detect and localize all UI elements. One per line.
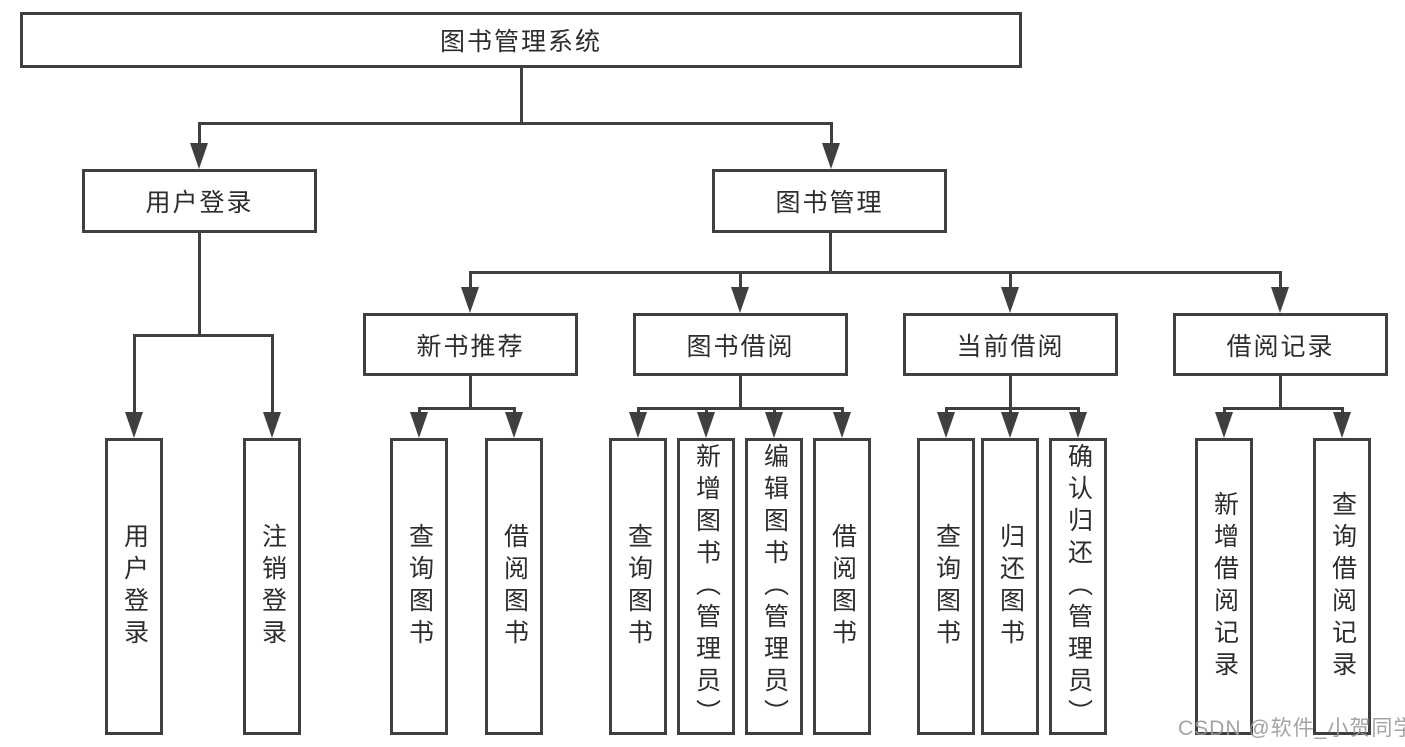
- arrow-down-icon: [833, 412, 851, 438]
- arrow-down-icon: [410, 412, 428, 438]
- connector-line: [469, 271, 1282, 274]
- leaf-query-books-current: 查询图书: [917, 438, 975, 735]
- arrow-down-icon: [822, 143, 840, 169]
- connector-line: [198, 233, 201, 337]
- arrow-down-icon: [125, 412, 143, 438]
- connector-line: [198, 122, 201, 145]
- connector-line: [1077, 407, 1080, 415]
- arrow-down-icon: [1333, 412, 1351, 438]
- arrow-down-icon: [263, 412, 281, 438]
- arrow-down-icon: [731, 287, 749, 313]
- leaf-user-login: 用户登录: [105, 438, 163, 735]
- connector-line: [1223, 407, 1226, 415]
- node-borrowing-records: 借阅记录: [1173, 313, 1388, 376]
- connector-line: [1279, 376, 1282, 410]
- node-user-login: 用户登录: [82, 169, 317, 233]
- arrow-down-icon: [1069, 412, 1087, 438]
- leaf-add-books-admin: 新增图书（管理员）: [677, 438, 735, 735]
- leaf-query-borrow-record: 查询借阅记录: [1313, 438, 1371, 735]
- arrow-down-icon: [937, 412, 955, 438]
- connector-line: [1009, 271, 1012, 289]
- leaf-return-books: 归还图书: [981, 438, 1039, 735]
- node-current-borrowing: 当前借阅: [903, 313, 1118, 376]
- connector-line: [1341, 407, 1344, 415]
- connector-line: [1009, 376, 1012, 410]
- leaf-add-borrow-record: 新增借阅记录: [1195, 438, 1253, 735]
- connector-line: [520, 68, 523, 125]
- arrow-down-icon: [461, 287, 479, 313]
- arrow-down-icon: [1215, 412, 1233, 438]
- leaf-confirm-return-admin: 确认归还（管理员）: [1049, 438, 1107, 735]
- connector-line: [637, 407, 640, 415]
- connector-line: [945, 407, 1079, 410]
- node-book-borrowing: 图书借阅: [633, 313, 848, 376]
- node-new-book-recommendation: 新书推荐: [363, 313, 578, 376]
- connector-line: [198, 122, 833, 125]
- connector-line: [705, 407, 708, 415]
- connector-line: [418, 407, 516, 410]
- connector-line: [637, 407, 843, 410]
- arrow-down-icon: [697, 412, 715, 438]
- csdn-watermark: CSDN @软件_小贺同学: [1178, 717, 1405, 740]
- leaf-query-books-recommend: 查询图书: [390, 438, 448, 735]
- leaf-borrow-books-recommend: 借阅图书: [485, 438, 543, 735]
- arrow-down-icon: [1271, 287, 1289, 313]
- connector-line: [133, 334, 274, 337]
- arrow-down-icon: [505, 412, 523, 438]
- connector-line: [1279, 271, 1282, 289]
- connector-line: [945, 407, 948, 415]
- arrow-down-icon: [629, 412, 647, 438]
- connector-line: [469, 271, 472, 289]
- arrow-down-icon: [765, 412, 783, 438]
- connector-line: [418, 407, 421, 415]
- connector-line: [830, 122, 833, 145]
- connector-line: [469, 376, 472, 410]
- leaf-edit-books-admin: 编辑图书（管理员）: [745, 438, 803, 735]
- connector-line: [739, 376, 742, 410]
- arrow-down-icon: [1001, 287, 1019, 313]
- connector-line: [513, 407, 516, 415]
- leaf-borrow-books: 借阅图书: [813, 438, 871, 735]
- arrow-down-icon: [1001, 412, 1019, 438]
- connector-line: [1223, 407, 1343, 410]
- connector-line: [773, 407, 776, 415]
- connector-line: [133, 334, 136, 414]
- arrow-down-icon: [190, 143, 208, 169]
- connector-line: [829, 233, 832, 274]
- leaf-logout: 注销登录: [243, 438, 301, 735]
- node-library-management-system: 图书管理系统: [20, 12, 1022, 68]
- leaf-query-books-borrow: 查询图书: [609, 438, 667, 735]
- connector-line: [841, 407, 844, 415]
- connector-line: [739, 271, 742, 289]
- node-book-management: 图书管理: [712, 169, 947, 233]
- connector-line: [271, 334, 274, 414]
- connector-line: [1009, 407, 1012, 415]
